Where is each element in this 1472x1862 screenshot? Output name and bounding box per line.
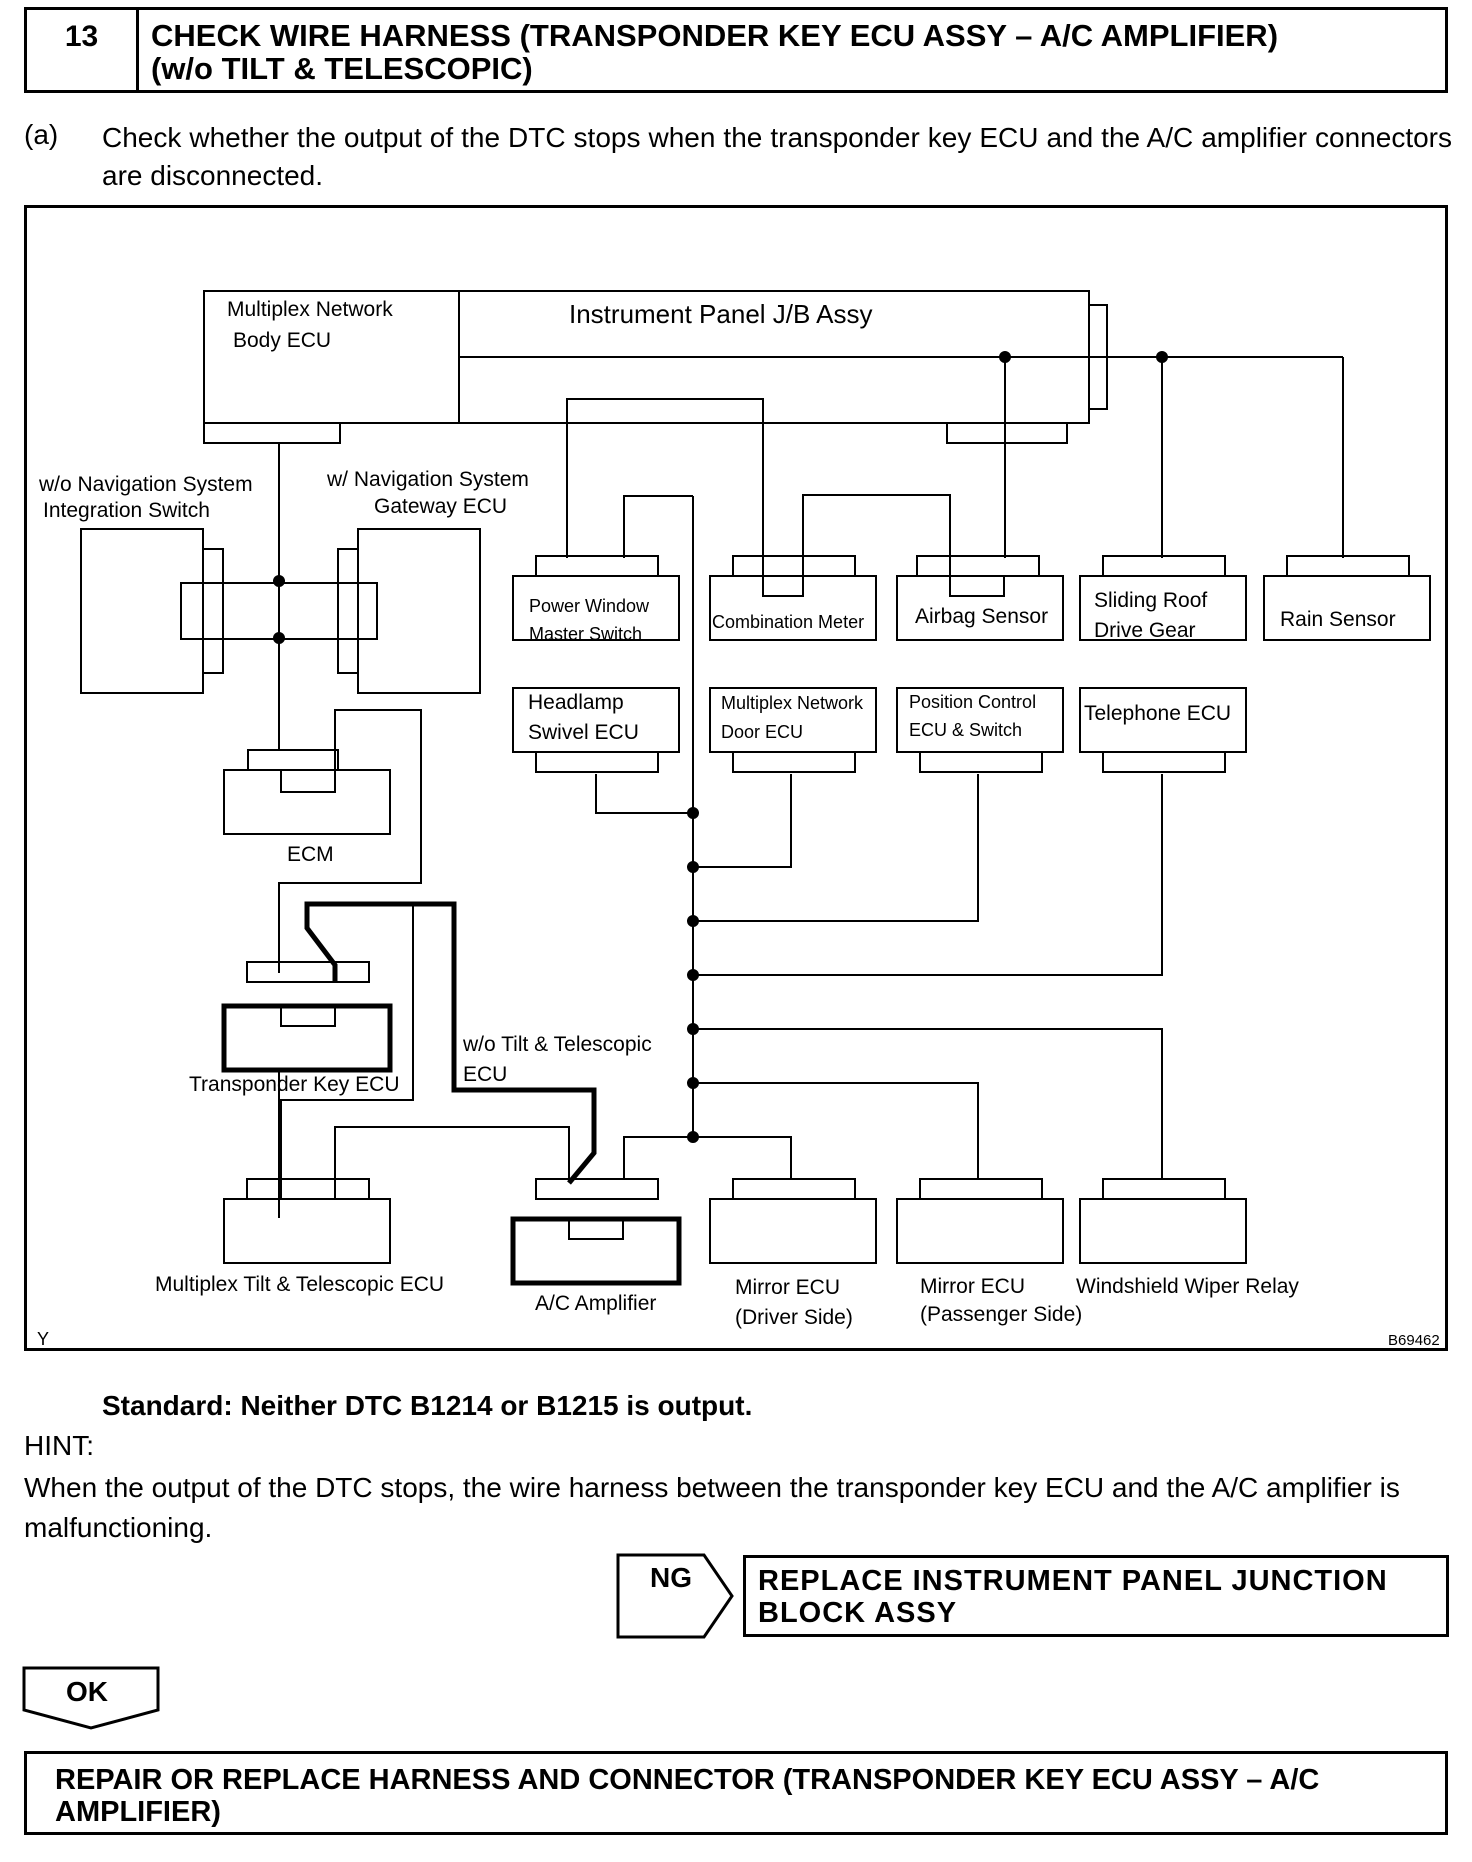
hint-label: HINT: bbox=[24, 1430, 94, 1461]
label-figure-code: B69462 bbox=[1388, 1332, 1440, 1348]
label-pos-1: Position Control bbox=[909, 692, 1036, 712]
step-header: 13 CHECK WIRE HARNESS (TRANSPONDER KEY E… bbox=[24, 7, 1448, 93]
ng-result-box: REPLACE INSTRUMENT PANEL JUNCTION BLOCK … bbox=[743, 1555, 1449, 1637]
ecm-box bbox=[223, 769, 391, 835]
label-wo-nav-1: w/o Navigation System bbox=[38, 473, 253, 496]
integration-switch-box bbox=[80, 528, 204, 694]
label-wo-nav-2: Integration Switch bbox=[43, 499, 210, 522]
label-sliding-2: Drive Gear bbox=[1094, 619, 1196, 642]
instruction-text: Check whether the output of the DTC stop… bbox=[102, 122, 1452, 191]
label-sliding-1: Sliding Roof bbox=[1094, 589, 1207, 612]
final-action-text: REPAIR OR REPLACE HARNESS AND CONNECTOR … bbox=[55, 1764, 1320, 1828]
label-mirror-driver-2: (Driver Side) bbox=[735, 1306, 853, 1329]
ng-result-text: REPLACE INSTRUMENT PANEL JUNCTION BLOCK … bbox=[758, 1565, 1388, 1629]
label-door-1: Multiplex Network bbox=[721, 693, 864, 713]
mirror-driver-box bbox=[709, 1198, 877, 1264]
label-wo-tilt-2: ECU bbox=[463, 1063, 507, 1086]
transponder-key-ecu-box bbox=[221, 1003, 393, 1073]
label-mirror-driver-1: Mirror ECU bbox=[735, 1276, 840, 1299]
mirror-passenger-box bbox=[896, 1198, 1064, 1264]
wiper-relay-box bbox=[1079, 1198, 1247, 1264]
label-corner-y: Y bbox=[37, 1329, 49, 1348]
hint-text: When the output of the DTC stops, the wi… bbox=[24, 1472, 1400, 1543]
label-power-window-2: Master Switch bbox=[529, 624, 642, 644]
label-pos-2: ECU & Switch bbox=[909, 720, 1022, 740]
label-wiper-relay: Windshield Wiper Relay bbox=[1076, 1275, 1299, 1298]
label-body-ecu-1: Multiplex Network bbox=[227, 298, 393, 321]
label-door-2: Door ECU bbox=[721, 722, 803, 742]
label-airbag: Airbag Sensor bbox=[915, 605, 1048, 628]
label-combination-meter: Combination Meter bbox=[712, 612, 864, 632]
label-mirror-passenger-2: (Passenger Side) bbox=[920, 1303, 1082, 1326]
label-rain: Rain Sensor bbox=[1280, 608, 1396, 631]
rain-sensor-box bbox=[1263, 575, 1431, 641]
sliding-roof-box bbox=[1079, 575, 1247, 641]
label-power-window-1: Power Window bbox=[529, 596, 650, 616]
label-w-nav-2: Gateway ECU bbox=[374, 495, 507, 518]
ng-arrow-box bbox=[616, 1553, 734, 1639]
label-body-ecu-2: Body ECU bbox=[233, 329, 331, 352]
ac-amplifier-box bbox=[510, 1216, 682, 1286]
standard-text: Standard: Neither DTC B1214 or B1215 is … bbox=[102, 1390, 753, 1421]
label-transponder-key: Transponder Key ECU bbox=[189, 1073, 399, 1096]
label-w-nav-1: w/ Navigation System bbox=[326, 468, 529, 491]
label-wo-tilt-1: w/o Tilt & Telescopic bbox=[462, 1033, 652, 1056]
ok-arrow-box bbox=[22, 1666, 160, 1730]
label-mirror-passenger-1: Mirror ECU bbox=[920, 1275, 1025, 1298]
tilt-telescopic-ecu-box bbox=[223, 1198, 391, 1264]
step-number: 13 bbox=[27, 10, 139, 90]
ng-label: NG bbox=[650, 1562, 692, 1593]
instruction-label: (a) bbox=[24, 119, 59, 150]
label-jb: Instrument Panel J/B Assy bbox=[569, 299, 872, 329]
label-ecm: ECM bbox=[287, 843, 334, 866]
label-ac-amplifier: A/C Amplifier bbox=[535, 1292, 656, 1315]
wiring-diagram: Multiplex Network Body ECU Instrument Pa… bbox=[24, 205, 1448, 1351]
power-window-box bbox=[512, 575, 680, 641]
step-title: CHECK WIRE HARNESS (TRANSPONDER KEY ECU … bbox=[151, 19, 1435, 85]
final-action-box: REPAIR OR REPLACE HARNESS AND CONNECTOR … bbox=[24, 1751, 1448, 1835]
ok-label: OK bbox=[66, 1676, 108, 1707]
label-tilt-ecu: Multiplex Tilt & Telescopic ECU bbox=[155, 1273, 444, 1296]
label-headlamp-1: Headlamp bbox=[528, 691, 624, 714]
step-title-line2: (w/o TILT & TELESCOPIC) bbox=[151, 51, 533, 86]
label-headlamp-2: Swivel ECU bbox=[528, 721, 639, 744]
step-title-line1: CHECK WIRE HARNESS (TRANSPONDER KEY ECU … bbox=[151, 18, 1279, 53]
label-telephone: Telephone ECU bbox=[1084, 702, 1231, 725]
